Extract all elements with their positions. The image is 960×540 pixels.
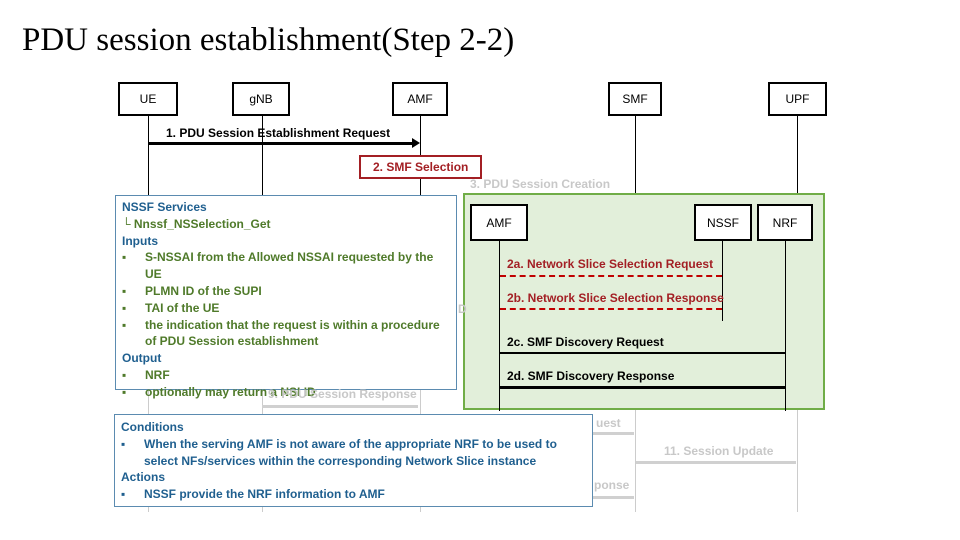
smf-selection-box: 2. SMF Selection — [359, 155, 483, 179]
bullet-icon: ▪ — [122, 250, 127, 265]
output-item: ▪ NRF — [122, 367, 450, 384]
entity-upf: UPF — [768, 82, 827, 116]
input-item: ▪ PLMN ID of the SUPI — [122, 283, 450, 300]
inset-entity-amf: AMF — [470, 204, 528, 241]
message-2d-label: 2d. SMF Discovery Response — [507, 369, 675, 383]
faded-message-11: 11. Session Update — [664, 444, 774, 458]
faded-d: D — [458, 302, 467, 316]
bullet-icon: ▪ — [121, 487, 126, 502]
input-text: TAI of the UE — [145, 300, 220, 315]
inset-lifeline-amf — [499, 241, 500, 411]
arrowhead-icon — [412, 138, 420, 148]
entity-gnb: gNB — [232, 82, 290, 116]
faded-message-9: 9. PDU Session Response — [268, 387, 417, 401]
nssf-services-box: NSSF Services └ Nnssf_NSSelection_Get In… — [115, 195, 457, 399]
inset-entity-nrf: NRF — [757, 204, 813, 241]
lifeline-ue — [148, 116, 149, 196]
output-item: ▪ optionally may return a NSI ID — [122, 384, 450, 401]
message-2d-arrow — [500, 386, 785, 389]
action-item: ▪ NSSF provide the NRF information to AMF — [121, 486, 586, 503]
page-title: PDU session establishment(Step 2-2) — [22, 22, 515, 58]
entity-smf: SMF — [608, 82, 662, 116]
faded-message-10: uest — [596, 416, 621, 430]
output-text: optionally may return a NSI ID — [145, 384, 316, 399]
message-2a-label: 2a. Network Slice Selection Request — [507, 257, 714, 271]
faded-arrow-11 — [636, 461, 796, 464]
bullet-icon: ▪ — [122, 300, 127, 315]
bullet-icon: ▪ — [122, 384, 127, 399]
bullet-icon: ▪ — [122, 317, 127, 332]
message-2a-arrow — [500, 275, 722, 277]
entity-ue: UE — [118, 82, 178, 116]
condition-item: ▪ When the serving AMF is not aware of th… — [121, 436, 586, 470]
bullet-icon: ▪ — [122, 283, 127, 298]
message-2b-arrow — [500, 308, 722, 310]
inset-entity-nssf: NSSF — [694, 204, 752, 241]
input-item: ▪ the indication that the request is with… — [122, 317, 450, 351]
network-slice-selection-panel: AMF NSSF NRF 2a. Network Slice Selection… — [463, 193, 825, 411]
conditions-label: Conditions — [121, 420, 184, 434]
message-2c-arrow — [500, 352, 785, 354]
nssf-heading: NSSF Services — [122, 200, 207, 214]
output-label: Output — [122, 351, 162, 366]
faded-arrow-9 — [262, 405, 418, 408]
output-text: NRF — [145, 367, 170, 382]
nssf-service-name: └ Nnssf_NSSelection_Get — [122, 216, 271, 231]
faded-arrow-12 — [592, 496, 634, 499]
input-item: ▪ TAI of the UE — [122, 300, 450, 317]
message-2b-label: 2b. Network Slice Selection Response — [507, 291, 724, 305]
action-text: NSSF provide the NRF information to AMF — [144, 487, 385, 502]
inputs-label: Inputs — [122, 233, 158, 248]
input-text: PLMN ID of the SUPI — [145, 283, 262, 298]
actions-label: Actions — [121, 470, 166, 485]
bullet-icon: ▪ — [121, 436, 126, 451]
input-text: S-NSSAI from the Allowed NSSAI requested… — [145, 250, 434, 282]
message-1-label: 1. PDU Session Establishment Request — [166, 126, 391, 140]
faded-message-3: 3. PDU Session Creation — [470, 177, 611, 191]
input-text: the indication that the request is withi… — [145, 317, 440, 349]
message-1-arrow — [148, 142, 414, 145]
message-2c-label: 2c. SMF Discovery Request — [507, 335, 664, 349]
condition-text: When the serving AMF is not aware of the… — [144, 436, 557, 468]
inset-lifeline-nrf — [785, 241, 786, 411]
bullet-icon: ▪ — [122, 367, 127, 382]
input-item: ▪ S-NSSAI from the Allowed NSSAI requeste… — [122, 249, 450, 283]
lifeline-smf — [635, 116, 636, 196]
lifeline-gnb — [262, 116, 263, 196]
faded-message-12: ponse — [594, 478, 630, 492]
conditions-box: Conditions ▪ When the serving AMF is not … — [114, 414, 593, 507]
entity-amf: AMF — [392, 82, 448, 116]
lifeline-upf — [797, 116, 798, 196]
faded-arrow-10 — [592, 432, 634, 435]
inset-lifeline-nssf — [722, 241, 723, 321]
